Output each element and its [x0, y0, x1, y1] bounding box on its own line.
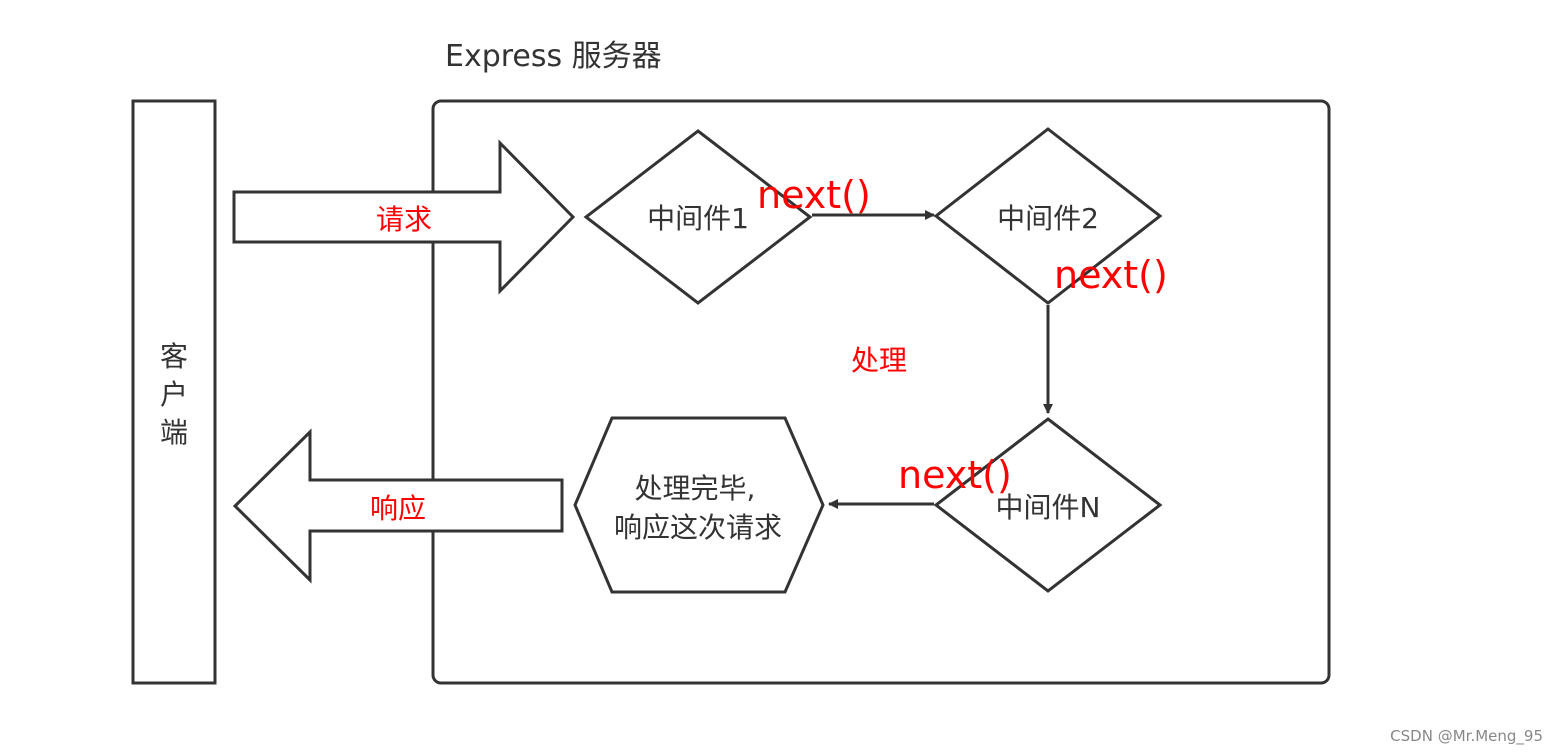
final-node-line-2: 响应这次请求: [614, 511, 782, 544]
request-label: 请求: [376, 203, 432, 236]
next-label-3: next(): [898, 453, 1012, 497]
middleware-1-node: [583, 129, 813, 305]
client-label-char-3: 端: [160, 416, 188, 449]
watermark: CSDN @Mr.Meng_95: [1390, 727, 1543, 746]
final-response-node: [573, 416, 825, 594]
final-node-line-1: 处理完毕,: [635, 472, 756, 505]
client-label-char-1: 客: [160, 340, 188, 373]
middleware-n-label: 中间件N: [996, 491, 1101, 524]
middleware-1-label: 中间件1: [647, 202, 749, 235]
client-box: [131, 99, 217, 685]
response-arrow: [232, 428, 564, 584]
diagram-title: Express 服务器: [445, 39, 662, 74]
middleware-2-label: 中间件2: [997, 202, 1099, 235]
next-label-2: next(): [1054, 253, 1168, 297]
process-label: 处理: [851, 344, 907, 377]
middleware-n-node: [933, 417, 1163, 593]
express-server-box: [431, 99, 1331, 685]
middleware-2-node: [933, 127, 1163, 305]
next-label-1: next(): [757, 173, 871, 217]
client-label-char-2: 户: [160, 378, 188, 411]
request-arrow: [232, 139, 576, 295]
response-label: 响应: [370, 492, 426, 525]
